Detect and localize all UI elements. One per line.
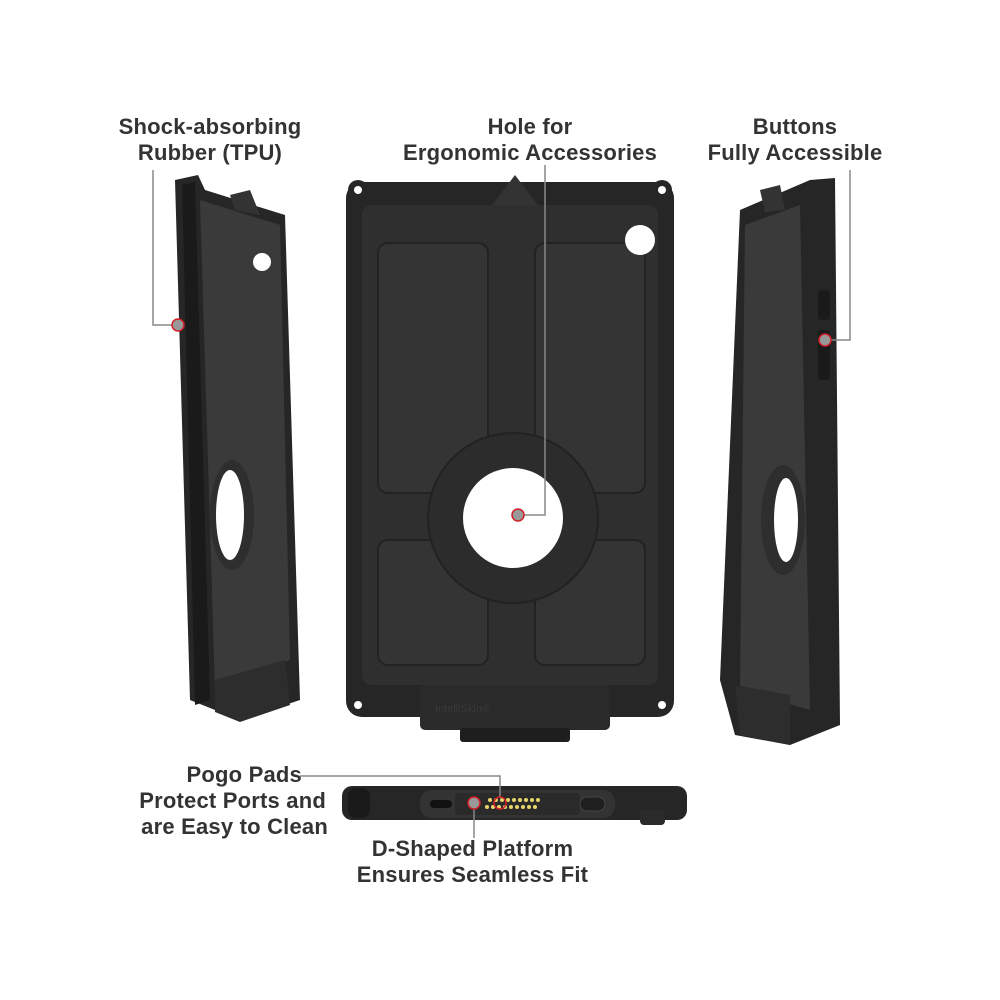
callout-rubber: Shock-absorbing Rubber (TPU) <box>95 114 325 166</box>
callout-rubber-line2: Rubber (TPU) <box>137 140 283 165</box>
brand-logo: IntelliSkin® <box>435 703 490 715</box>
callout-pogo-line1: Pogo Pads <box>186 762 302 787</box>
callout-buttons-line2: Fully Accessible <box>707 140 883 165</box>
callout-lines <box>152 165 851 838</box>
callout-pogo-line3: are Easy to Clean <box>141 814 328 839</box>
callout-platform-line2: Ensures Seamless Fit <box>356 862 589 887</box>
left-case-view <box>175 175 300 722</box>
callout-buttons: Buttons Fully Accessible <box>690 114 900 166</box>
callout-pogo-line2: Protect Ports and <box>139 788 326 813</box>
callout-pogo: Pogo Pads Protect Ports and are Easy to … <box>110 762 340 840</box>
callout-hole: Hole for Ergonomic Accessories <box>380 114 680 166</box>
bottom-edge-view <box>342 786 687 825</box>
callout-hole-line2: Ergonomic Accessories <box>402 140 658 165</box>
callout-buttons-line1: Buttons <box>752 114 838 139</box>
callout-hole-line1: Hole for <box>487 114 573 139</box>
callout-markers <box>171 318 832 810</box>
callout-platform: D-Shaped Platform Ensures Seamless Fit <box>330 836 615 888</box>
pogo-pins <box>485 798 540 809</box>
callout-rubber-line1: Shock-absorbing <box>118 114 302 139</box>
callout-platform-line1: D-Shaped Platform <box>371 836 574 861</box>
right-case-view <box>720 178 840 745</box>
center-case-view: IntelliSkin® <box>346 175 674 742</box>
